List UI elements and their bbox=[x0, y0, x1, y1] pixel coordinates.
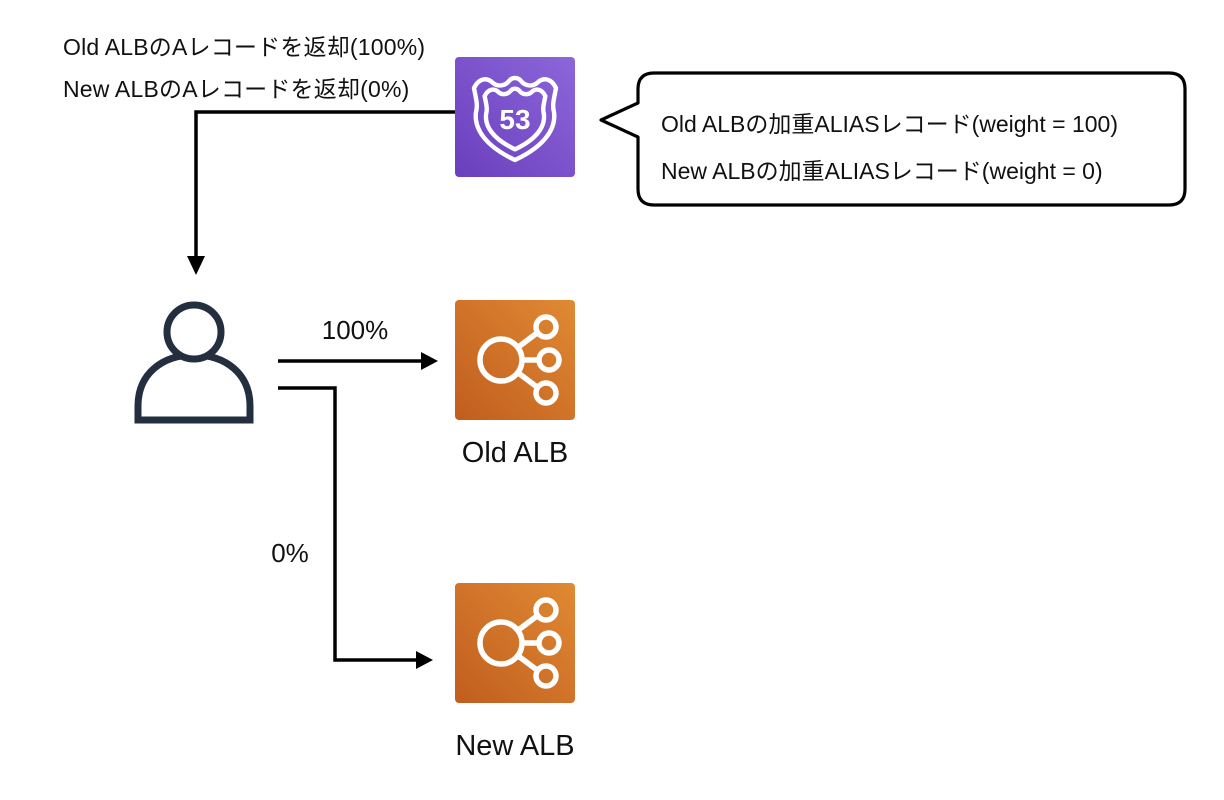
old-alb-icon bbox=[455, 300, 575, 420]
dns-response-annotation-line2: New ALBのAレコードを返却(0%) bbox=[63, 76, 410, 102]
load-balancer-glyph bbox=[477, 597, 562, 689]
speech-bubble-line1: Old ALBの加重ALIASレコード(weight = 100) bbox=[661, 111, 1118, 137]
user-icon bbox=[134, 301, 254, 424]
route53-shield-glyph: 53 bbox=[471, 75, 559, 163]
route53-badge-text: 53 bbox=[499, 104, 530, 135]
speech-bubble bbox=[599, 71, 1187, 207]
speech-bubble-line2: New ALBの加重ALIASレコード(weight = 0) bbox=[661, 158, 1103, 184]
new-alb-label: New ALB bbox=[455, 730, 575, 762]
new-alb-icon bbox=[455, 583, 575, 703]
dns-response-annotation-line1: Old ALBのAレコードを返却(100%) bbox=[63, 34, 426, 60]
dns-return-arrow bbox=[187, 110, 455, 275]
traffic-100-label: 100% bbox=[321, 315, 389, 345]
load-balancer-glyph bbox=[477, 314, 562, 406]
traffic-100-arrow bbox=[278, 352, 438, 370]
route53-icon: 53 bbox=[455, 57, 575, 177]
old-alb-label: Old ALB bbox=[461, 437, 569, 469]
traffic-0-arrow bbox=[278, 386, 433, 669]
traffic-0-label: 0% bbox=[271, 538, 309, 568]
